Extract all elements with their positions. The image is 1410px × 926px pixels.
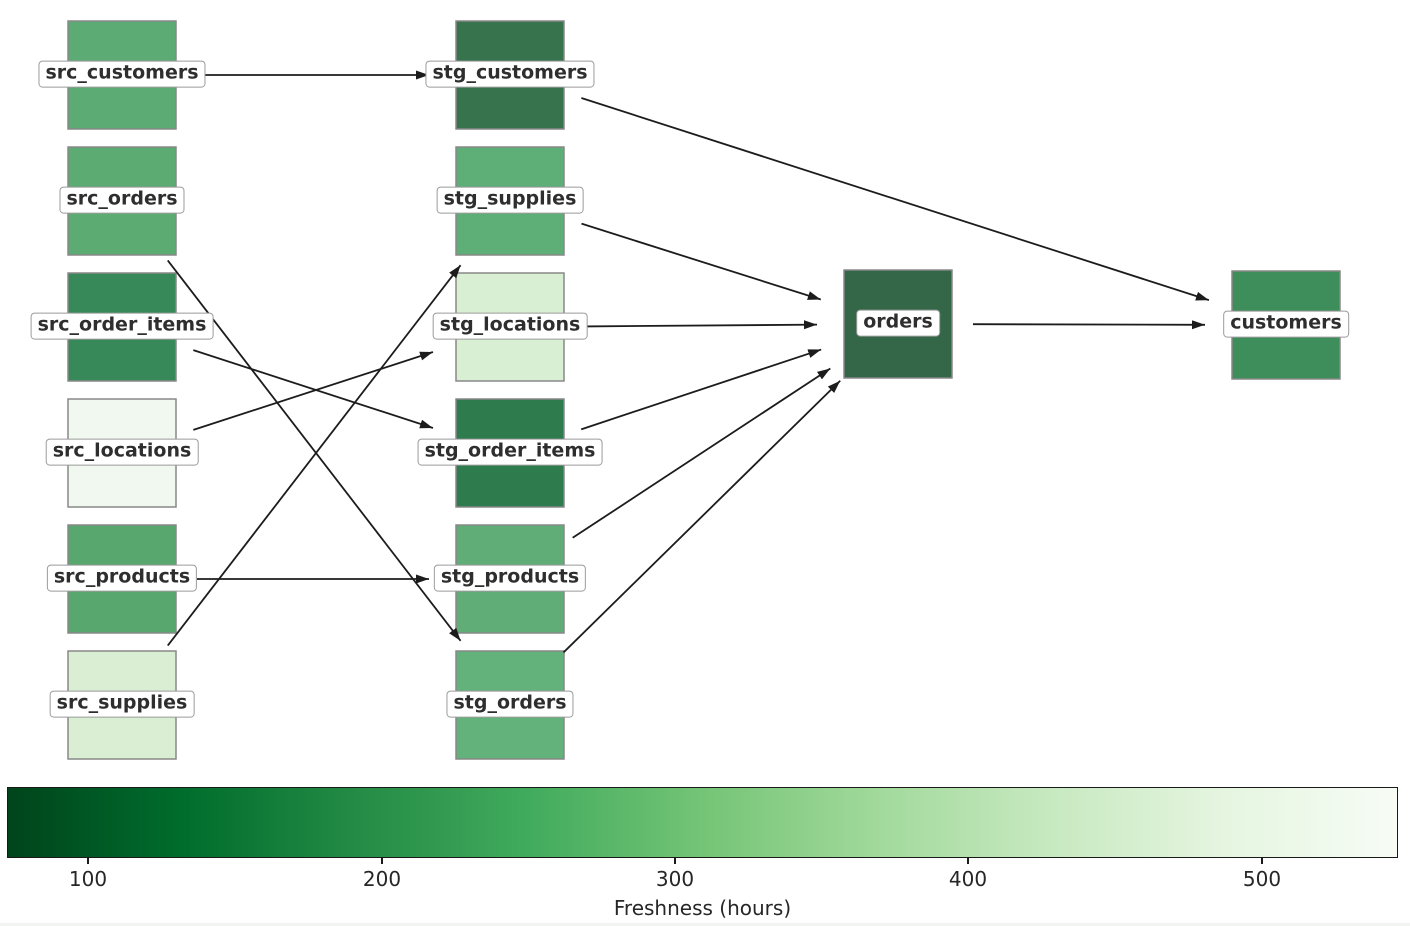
node-stg_supplies (455, 146, 565, 256)
colorbar-tick-300 (674, 858, 676, 864)
colorbar-tick-label-200: 200 (362, 867, 402, 891)
colorbar-tick-label-300: 300 (655, 867, 695, 891)
node-stg_orders (455, 650, 565, 760)
colorbar-tick-label-400: 400 (948, 867, 988, 891)
edge-arrows (167, 70, 1210, 654)
edge-stg_supplies-to-orders (581, 222, 822, 301)
colorbar-tick-200 (381, 858, 383, 864)
edge-stg_orders-to-orders (562, 380, 841, 654)
colorbar-tick-400 (967, 858, 969, 864)
colorbar-tick-label-100: 100 (68, 867, 108, 891)
node-stg_order_items (455, 398, 565, 508)
node-stg_products (455, 524, 565, 634)
edge-stg_order_items-to-orders (580, 348, 822, 431)
edge-src_order_items-to-stg_order_items (193, 349, 434, 429)
edge-src_supplies-to-stg_supplies (167, 264, 462, 647)
edge-stg_locations-to-orders (584, 320, 818, 330)
node-src_locations (67, 398, 177, 508)
node-src_products (67, 524, 177, 634)
edge-src_locations-to-stg_locations (193, 351, 434, 431)
node-src_customers (67, 20, 177, 130)
edge-orders-to-customers (972, 320, 1206, 330)
edge-src_orders-to-stg_orders (167, 259, 462, 642)
node-src_supplies (67, 650, 177, 760)
colorbar-gradient-bar (7, 787, 1398, 858)
colorbar-tick-100 (87, 858, 89, 864)
node-src_order_items (67, 272, 177, 382)
node-squares (67, 20, 1341, 760)
colorbar-axis-label: Freshness (hours) (613, 896, 792, 920)
edge-stg_customers-to-customers (581, 97, 1210, 302)
node-src_orders (67, 146, 177, 256)
figure-bottom-edge (0, 923, 1410, 926)
node-orders (843, 269, 953, 379)
node-customers (1231, 270, 1341, 380)
edge-stg_products-to-orders (572, 367, 831, 539)
node-stg_customers (455, 20, 565, 130)
node-stg_locations (455, 272, 565, 382)
colorbar-tick-500 (1261, 858, 1263, 864)
colorbar-tick-label-500: 500 (1242, 867, 1282, 891)
